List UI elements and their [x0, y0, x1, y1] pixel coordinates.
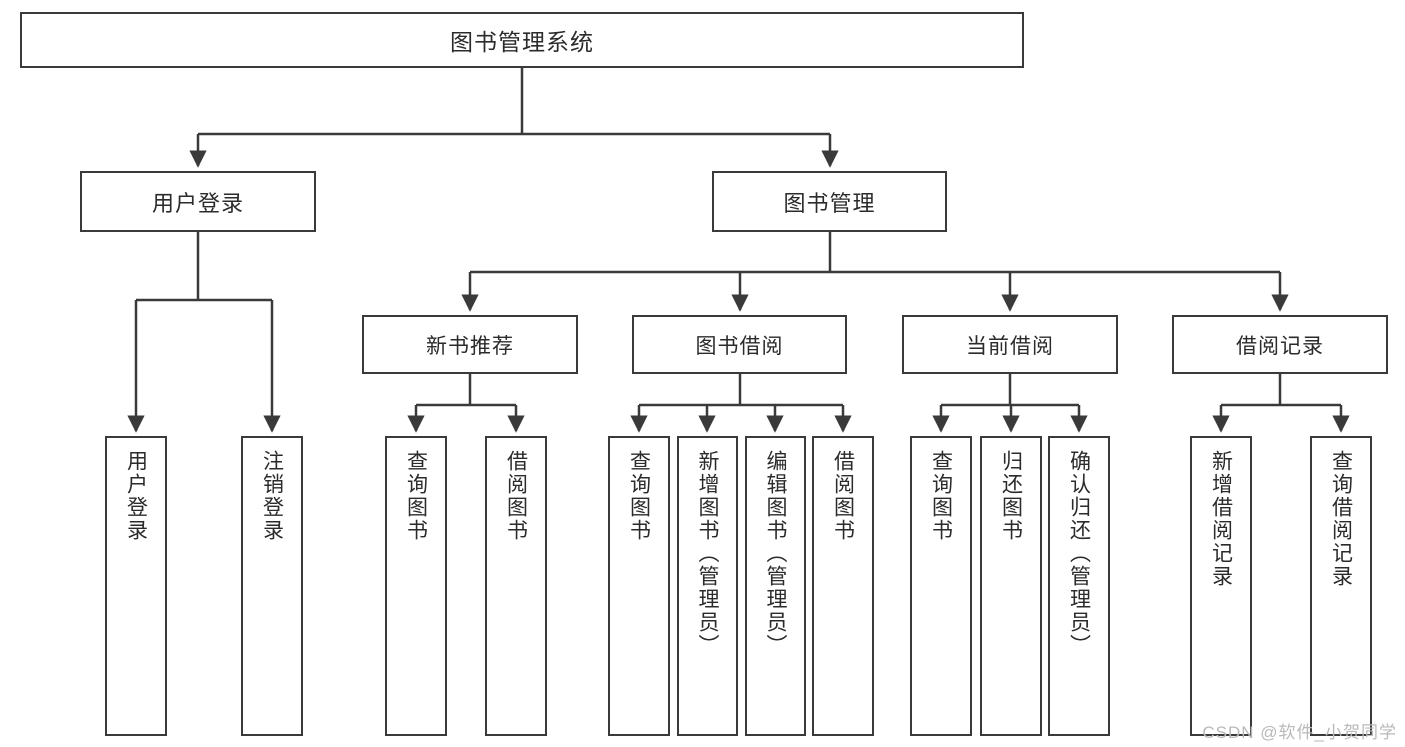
leaf-query-book-current[interactable]: 查询图书	[910, 436, 972, 736]
leaf-add-borrow-record[interactable]: 新增借阅记录	[1190, 436, 1252, 736]
leaf-query-book-borrow-label: 查询图书	[627, 450, 651, 542]
leaf-confirm-return-admin-label: 确认归还（管理员）	[1067, 450, 1091, 657]
leaf-add-book-admin-label: 新增图书（管理员）	[696, 450, 719, 657]
leaf-add-book-admin[interactable]: 新增图书（管理员）	[677, 436, 738, 736]
leaf-query-book-new-label: 查询图书	[404, 450, 428, 542]
node-current-borrow[interactable]: 当前借阅	[902, 315, 1118, 374]
leaf-borrow-book-new-label: 借阅图书	[504, 450, 528, 542]
leaf-logout[interactable]: 注销登录	[241, 436, 303, 736]
leaf-user-login-label: 用户登录	[124, 450, 148, 542]
leaf-lend-book-label: 借阅图书	[831, 450, 855, 542]
node-root-label: 图书管理系统	[450, 29, 594, 55]
node-user-login-label: 用户登录	[151, 190, 244, 216]
node-borrow-record-label: 借阅记录	[1236, 334, 1324, 358]
leaf-query-borrow-record[interactable]: 查询借阅记录	[1310, 436, 1372, 736]
leaf-query-book-borrow[interactable]: 查询图书	[608, 436, 670, 736]
leaf-user-login[interactable]: 用户登录	[105, 436, 167, 736]
leaf-query-borrow-record-label: 查询借阅记录	[1329, 450, 1353, 588]
node-book-borrow[interactable]: 图书借阅	[632, 315, 847, 374]
leaf-query-book-current-label: 查询图书	[929, 450, 953, 542]
leaf-lend-book[interactable]: 借阅图书	[812, 436, 874, 736]
leaf-add-borrow-record-label: 新增借阅记录	[1209, 450, 1233, 588]
watermark: CSDN @软件_小贺同学	[1202, 723, 1397, 742]
leaf-edit-book-admin[interactable]: 编辑图书（管理员）	[745, 436, 806, 736]
node-new-book-recommend[interactable]: 新书推荐	[362, 315, 578, 374]
node-book-management[interactable]: 图书管理	[712, 171, 947, 232]
leaf-query-book-new[interactable]: 查询图书	[385, 436, 447, 736]
leaf-logout-label: 注销登录	[260, 450, 284, 542]
leaf-return-book[interactable]: 归还图书	[980, 436, 1042, 736]
node-user-login[interactable]: 用户登录	[80, 171, 316, 232]
node-new-book-recommend-label: 新书推荐	[426, 334, 514, 358]
leaf-return-book-label: 归还图书	[999, 450, 1023, 542]
leaf-edit-book-admin-label: 编辑图书（管理员）	[764, 450, 787, 657]
leaf-borrow-book-new[interactable]: 借阅图书	[485, 436, 547, 736]
node-borrow-record[interactable]: 借阅记录	[1172, 315, 1388, 374]
node-book-management-label: 图书管理	[783, 190, 876, 216]
node-current-borrow-label: 当前借阅	[966, 334, 1054, 358]
node-root[interactable]: 图书管理系统	[20, 12, 1024, 68]
leaf-confirm-return-admin[interactable]: 确认归还（管理员）	[1048, 436, 1110, 736]
node-book-borrow-label: 图书借阅	[695, 334, 784, 358]
